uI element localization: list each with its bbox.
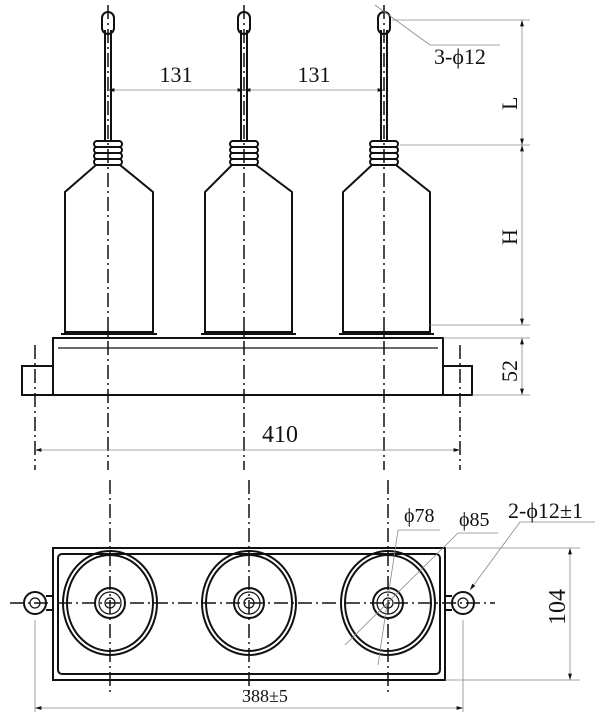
mount-tab-right (442, 365, 473, 396)
dim-spacing-right: 131 (298, 62, 331, 87)
dim-terminal-holes: 3-ϕ12 (434, 44, 486, 69)
dim-H: H (497, 229, 522, 245)
dim-410: 410 (262, 422, 298, 448)
mount-tab-left (21, 365, 54, 396)
front-view: 131 131 L H 52 3-ϕ12 410 (21, 4, 530, 470)
dim-52: 52 (497, 360, 522, 382)
dim-spacing-left: 131 (160, 62, 193, 87)
capacitor-phase-3 (339, 5, 434, 470)
capacitor-can (204, 164, 293, 333)
capacitor-top-3 (340, 480, 436, 695)
capacitor-top-1 (62, 480, 158, 695)
dim-phi85: ϕ85 (459, 509, 490, 531)
dim-phi78: ϕ78 (404, 505, 435, 527)
capacitor-phase-2 (201, 5, 296, 470)
dim-104: 104 (545, 589, 571, 625)
capacitor-phase-1 (61, 5, 157, 470)
dim-388: 388±5 (242, 686, 288, 706)
capacitor-top-2 (201, 480, 297, 695)
dim-mount-holes: 2-ϕ12±1 (508, 498, 583, 523)
top-view: 104 388±5 ϕ78 ϕ85 2-ϕ12±1 (10, 480, 595, 712)
dim-L: L (497, 97, 522, 110)
capacitor-can (64, 164, 154, 333)
capacitor-can (342, 164, 431, 333)
